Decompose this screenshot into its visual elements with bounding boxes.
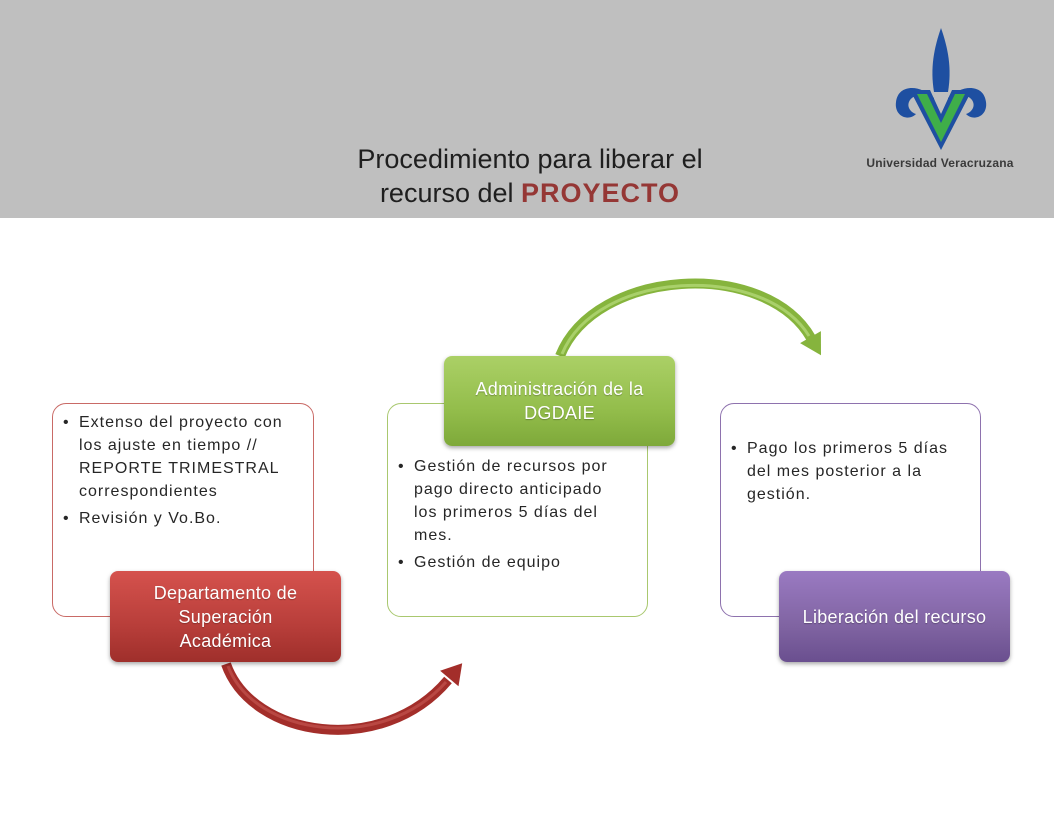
uv-logo-icon xyxy=(895,28,987,150)
bullet-item: Pago los primeros 5 días del mes posteri… xyxy=(731,437,960,506)
logo-text: Universidad Veracruzana xyxy=(866,156,1014,170)
title-line-1: Procedimiento para liberar el xyxy=(357,144,703,174)
step-label-text: Liberación del recurso xyxy=(802,606,987,627)
bullet-item: Gestión de equipo xyxy=(398,551,627,574)
title-emphasis: PROYECTO xyxy=(521,178,681,208)
step-label-administracion: Administración de la DGDAIE xyxy=(444,356,675,446)
green-curved-arrow-icon xyxy=(555,278,821,358)
red-curved-arrow-icon xyxy=(221,662,463,735)
bullet-list: Pago los primeros 5 días del mes posteri… xyxy=(731,437,960,506)
bullet-item: Revisión y Vo.Bo. xyxy=(63,507,293,530)
title-prefix: recurso del xyxy=(379,178,514,208)
bullet-item: Extenso del proyecto con los ajuste en t… xyxy=(63,411,293,503)
bullet-list: Gestión de recursos por pago directo ant… xyxy=(398,455,627,574)
bullet-item: Gestión de recursos por pago directo ant… xyxy=(398,455,627,547)
bullet-list: Extenso del proyecto con los ajuste en t… xyxy=(63,411,293,530)
title-line-2: recurso del PROYECTO xyxy=(230,176,830,210)
page-title: Procedimiento para liberar el recurso de… xyxy=(230,142,830,210)
header-band xyxy=(0,0,1054,218)
step-label-liberacion: Liberación del recurso xyxy=(779,571,1010,662)
step-label-text: Departamento de Superación Académica xyxy=(153,582,298,651)
step-label-departamento: Departamento de Superación Académica xyxy=(110,571,341,662)
step-label-text: Administración de la DGDAIE xyxy=(475,379,644,423)
